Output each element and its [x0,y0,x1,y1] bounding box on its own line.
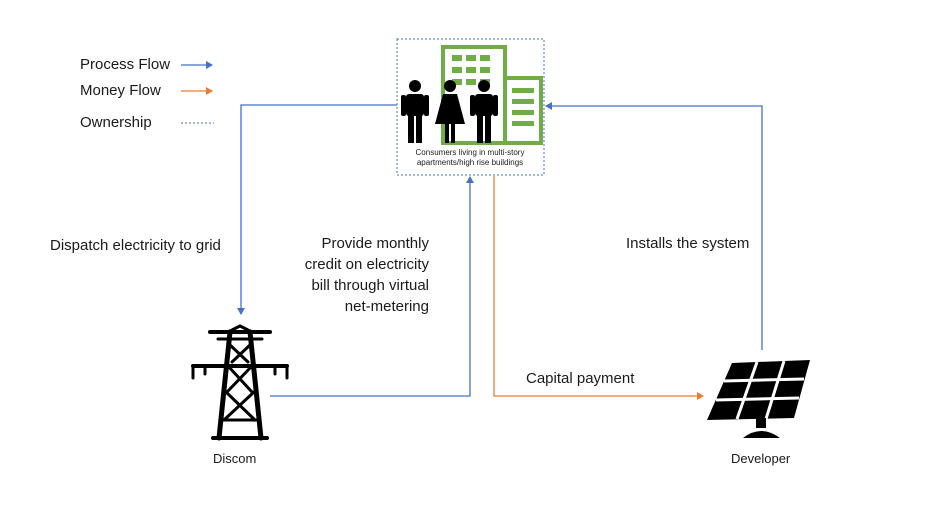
transmission-tower-icon [191,324,289,441]
dispatch-label: Dispatch electricity to grid [50,237,221,254]
consumers-caption-line1: Consumers living in multi-story [415,148,525,157]
legend-ownership-label: Ownership [80,114,152,131]
consumers-caption: Consumers living in multi-story apartmen… [397,148,543,168]
discom-label: Discom [213,451,257,466]
developer-label: Developer [731,451,791,466]
flow-installs-line [545,102,763,350]
people-icon [401,80,498,143]
credit-label-line2: credit on electricity [304,256,429,273]
capital-label: Capital payment [526,370,635,387]
credit-label-line1: Provide monthly [321,235,429,252]
solar-panel-icon [707,360,810,438]
consumers-caption-line2: apartments/high rise buildings [416,158,524,167]
legend-money-label: Money Flow [80,82,161,99]
flow-capital-line [493,176,704,400]
ownership-box [396,38,545,176]
flow-dispatch-line [237,104,397,315]
installs-label: Installs the system [626,235,750,252]
credit-label-line4: net-metering [344,298,429,315]
flow-credit-line [270,176,474,397]
credit-label-line3: bill through virtual [311,277,429,294]
legend-process-label: Process Flow [80,56,171,73]
credit-label: Provide monthly credit on electricity bi… [268,233,429,317]
